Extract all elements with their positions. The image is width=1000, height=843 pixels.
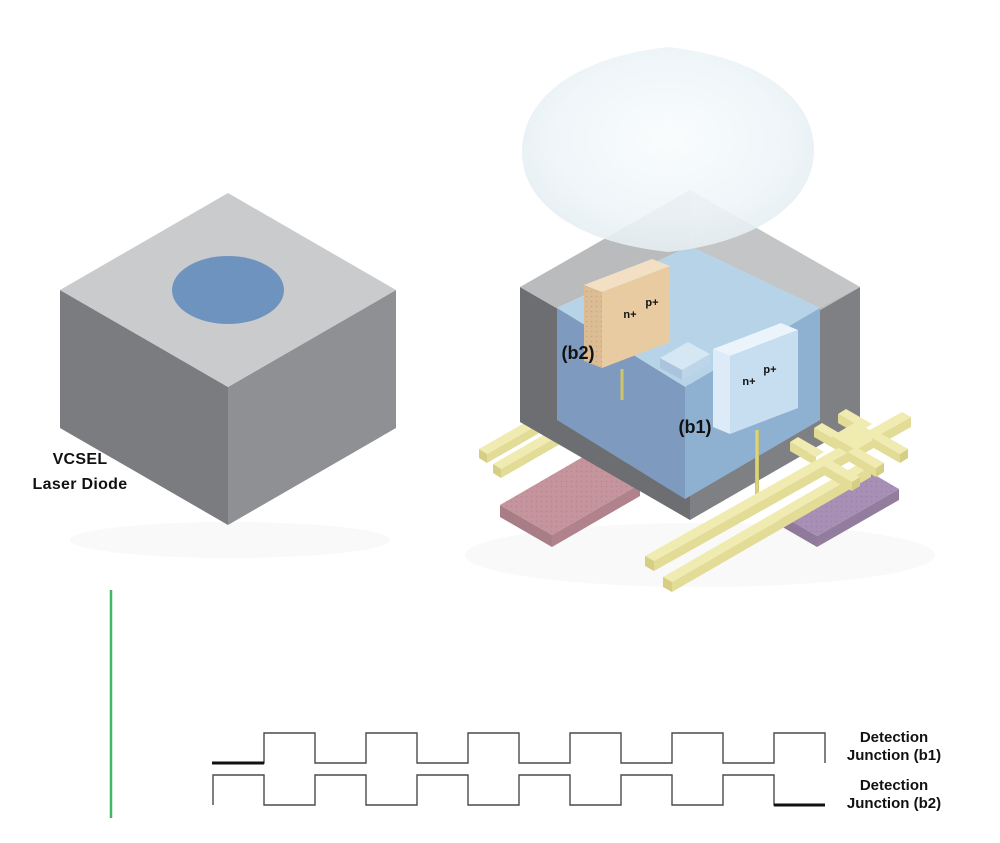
signal-b2-label-line1: Detection (860, 777, 928, 794)
die-left-face (60, 290, 228, 525)
long-trace-2 (663, 462, 871, 592)
purple-pad-texture (779, 467, 899, 536)
junction-b1-tag: (b1) (679, 417, 712, 437)
signal-b1-label-line2: Junction (b1) (847, 747, 941, 764)
signal-b1-label-line1: Detection (860, 729, 928, 746)
optical-cloud (522, 47, 814, 252)
junction-b1-side (713, 349, 730, 434)
waveform-b1 (212, 732, 826, 764)
comb-prong-nw2-front (814, 428, 840, 452)
long-trace-2-side (672, 467, 871, 592)
comb-prong-nw1-top (790, 437, 824, 457)
die-shadow (70, 522, 390, 558)
long-trace-2-top (663, 462, 871, 582)
left-trace-2-cap (493, 464, 501, 478)
junction-b1-p-label: p+ (763, 364, 776, 376)
junction-b1-block: n+ p+ (713, 323, 798, 434)
junction-b2-texture (584, 285, 602, 368)
comb-prong-se1-top (824, 461, 860, 482)
comb-prong-se2-cap (876, 463, 884, 477)
signal-b2-label-line2: Junction (b2) (847, 795, 941, 812)
junction-b2-p-label: p+ (645, 297, 658, 309)
vcsel-die: VCSEL Laser Diode (33, 193, 396, 525)
junction-b2-block: n+ p+ (584, 259, 670, 400)
cube-step-front (660, 358, 682, 380)
long-trace-2-cap (663, 577, 672, 592)
signal-waveforms: Detection Junction (b1) Detection Juncti… (212, 729, 941, 812)
comb-prong-se1-front (824, 466, 852, 491)
pink-pad-front-left (500, 505, 552, 547)
pink-pad (500, 454, 640, 547)
left-trace-1-cap (479, 449, 487, 463)
comb-prong-se3-cap (900, 449, 908, 463)
waveform-b2 (212, 774, 825, 806)
comb-prong-se2-top (848, 447, 884, 468)
junction-b1-n-label: n+ (742, 376, 755, 388)
junction-b2-tag: (b2) (562, 343, 595, 363)
junction-b1-top (713, 323, 798, 356)
comb-prong-se3-top (872, 433, 908, 454)
vcsel-label-line2: Laser Diode (33, 476, 128, 493)
pink-pad-front-right (552, 484, 640, 547)
purple-pad-front-right (817, 489, 899, 547)
junction-b1-face (730, 330, 798, 434)
comb-prong-se1-cap (852, 477, 860, 491)
comb-prong-se3-front (872, 438, 900, 463)
long-trace-1-cap (645, 556, 654, 571)
pink-pad-texture (500, 454, 640, 535)
detector-assembly: n+ p+ n+ p+ (479, 47, 911, 592)
junction-b2-top (584, 259, 670, 292)
laser-aperture (172, 256, 284, 324)
comb-prong-nw3-top (838, 409, 872, 429)
comb-prong-nw1-front (790, 442, 816, 466)
junction-b2-face (602, 266, 670, 368)
comb-plate-top (832, 422, 880, 450)
vcsel-label-line1: VCSEL (53, 451, 108, 468)
comb-structure (824, 422, 908, 491)
junction-b2-n-label: n+ (623, 309, 636, 321)
long-trace-1-side (654, 417, 911, 571)
cube-step-top (660, 342, 710, 370)
purple-pad (779, 467, 899, 547)
cube-step-right (682, 354, 710, 380)
comb-prong-se2-front (848, 452, 876, 477)
die-right-face (228, 290, 396, 525)
